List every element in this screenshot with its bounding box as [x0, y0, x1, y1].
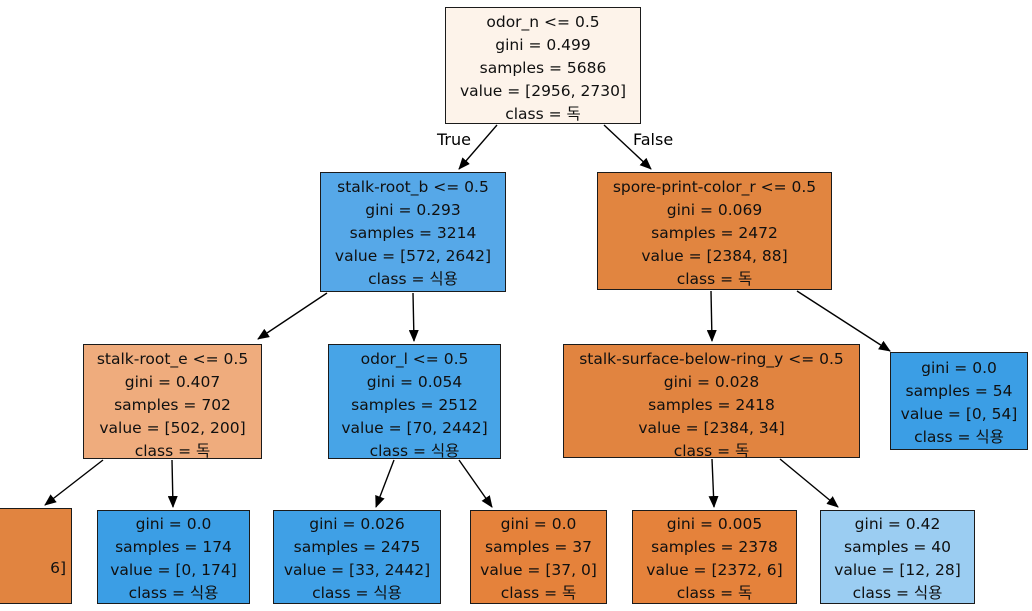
node-value-fragment: 6]: [50, 559, 66, 577]
node-class: class = 식용: [914, 428, 1004, 446]
node-samples: samples = 174: [115, 538, 232, 556]
node-samples: samples = 2472: [651, 224, 778, 242]
edge-r-to-rr: [796, 290, 891, 352]
node-samples: samples = 2475: [293, 538, 421, 556]
node-gini: gini = 0.069: [666, 201, 763, 219]
node-value: value = [37, 0]: [480, 561, 597, 579]
node-value: value = [502, 200]: [99, 419, 246, 437]
node-class: class = 식용: [128, 584, 219, 602]
node-samples: samples = 54: [905, 382, 1013, 400]
node-class: class = 식용: [369, 442, 460, 460]
node-condition: odor_n <= 0.5: [486, 13, 600, 31]
tree-leaf-rlr: gini = 0.42 samples = 40 value = [12, 28…: [820, 510, 975, 604]
node-samples: samples = 702: [114, 396, 231, 414]
edge-root-to-left: [458, 124, 498, 170]
edge-rl-to-rll: [708, 458, 719, 508]
tree-leaf-rr: gini = 0.0 samples = 54 value = [0, 54] …: [890, 352, 1028, 450]
edge-label-false: False: [633, 130, 674, 149]
node-value: value = [2372, 6]: [646, 561, 783, 579]
edge-lr-to-lrr: [458, 459, 493, 508]
node-value: value = [2384, 34]: [638, 419, 785, 437]
edge-root-to-right: [603, 124, 652, 170]
tree-leaf-lrl: gini = 0.026 samples = 2475 value = [33,…: [273, 510, 441, 604]
node-value: value = [0, 174]: [110, 561, 237, 579]
node-value: value = [70, 2442]: [341, 419, 488, 437]
tree-node-odor-l: odor_l <= 0.5 gini = 0.054 samples = 251…: [328, 344, 501, 460]
node-condition: stalk-root_e <= 0.5: [96, 350, 249, 368]
node-gini: gini = 0.0: [500, 515, 577, 533]
edge-r-to-rl: [706, 290, 717, 342]
node-gini: gini = 0.0: [135, 515, 212, 533]
node-samples: samples = 3214: [349, 224, 477, 242]
node-value: value = [12, 28]: [834, 561, 961, 579]
node-gini: gini = 0.0: [921, 359, 997, 377]
node-gini: gini = 0.42: [854, 515, 941, 533]
node-condition: spore-print-color_r <= 0.5: [612, 178, 817, 196]
node-gini: gini = 0.026: [309, 515, 405, 533]
tree-leaf-llr: gini = 0.0 samples = 174 value = [0, 174…: [97, 510, 250, 604]
node-value: value = [2384, 88]: [641, 247, 788, 265]
node-samples: samples = 40: [844, 538, 951, 556]
node-gini: gini = 0.005: [666, 515, 763, 533]
node-gini: gini = 0.293: [365, 201, 461, 219]
tree-node-stalk-root-b: stalk-root_b <= 0.5 gini = 0.293 samples…: [320, 172, 506, 292]
node-condition: stalk-root_b <= 0.5: [337, 178, 489, 196]
node-gini: gini = 0.028: [663, 373, 760, 391]
node-gini: gini = 0.499: [495, 36, 591, 54]
edge-l-to-ll: [257, 292, 328, 340]
node-samples: samples = 5686: [479, 59, 607, 77]
node-class: class = 식용: [852, 584, 943, 602]
node-class: class = 독: [676, 270, 753, 288]
node-gini: gini = 0.407: [124, 373, 221, 391]
tree-node-stalk-root-e: stalk-root_e <= 0.5 gini = 0.407 samples…: [83, 344, 262, 460]
node-condition: stalk-surface-below-ring_y <= 0.5: [579, 350, 844, 368]
edge-l-to-lr: [408, 292, 419, 342]
node-class: class = 독: [500, 584, 577, 602]
node-condition: odor_l <= 0.5: [360, 350, 469, 368]
node-value: value = [0, 54]: [900, 405, 1018, 423]
node-class: class = 독: [676, 584, 753, 602]
node-samples: samples = 2512: [351, 396, 478, 414]
tree-node-root: odor_n <= 0.5 gini = 0.499 samples = 568…: [445, 7, 641, 124]
node-class: class = 식용: [368, 270, 458, 288]
node-value: value = [572, 2642]: [334, 247, 492, 265]
tree-leaf-lll-clipped: 6]: [0, 508, 72, 604]
edge-ll-to-llr: [167, 459, 178, 508]
node-value: value = [33, 2442]: [283, 561, 431, 579]
edge-lr-to-lrl: [375, 459, 395, 508]
node-class: class = 식용: [312, 584, 402, 602]
node-class: class = 독: [673, 442, 750, 460]
edge-ll-to-lll: [44, 459, 104, 506]
node-gini: gini = 0.054: [366, 373, 463, 391]
node-samples: samples = 37: [485, 538, 592, 556]
edge-label-true: True: [437, 130, 471, 149]
tree-node-spore-print-color-r: spore-print-color_r <= 0.5 gini = 0.069 …: [597, 172, 832, 290]
node-value: value = [2956, 2730]: [459, 82, 627, 100]
node-samples: samples = 2418: [648, 396, 775, 414]
tree-node-stalk-surface-below-ring-y: stalk-surface-below-ring_y <= 0.5 gini =…: [563, 344, 860, 460]
tree-leaf-rll: gini = 0.005 samples = 2378 value = [237…: [632, 510, 797, 604]
node-class: class = 독: [134, 442, 211, 460]
node-class: class = 독: [505, 105, 581, 123]
tree-leaf-lrr: gini = 0.0 samples = 37 value = [37, 0] …: [470, 510, 607, 604]
edge-rl-to-rlr: [779, 458, 839, 508]
node-samples: samples = 2378: [651, 538, 778, 556]
